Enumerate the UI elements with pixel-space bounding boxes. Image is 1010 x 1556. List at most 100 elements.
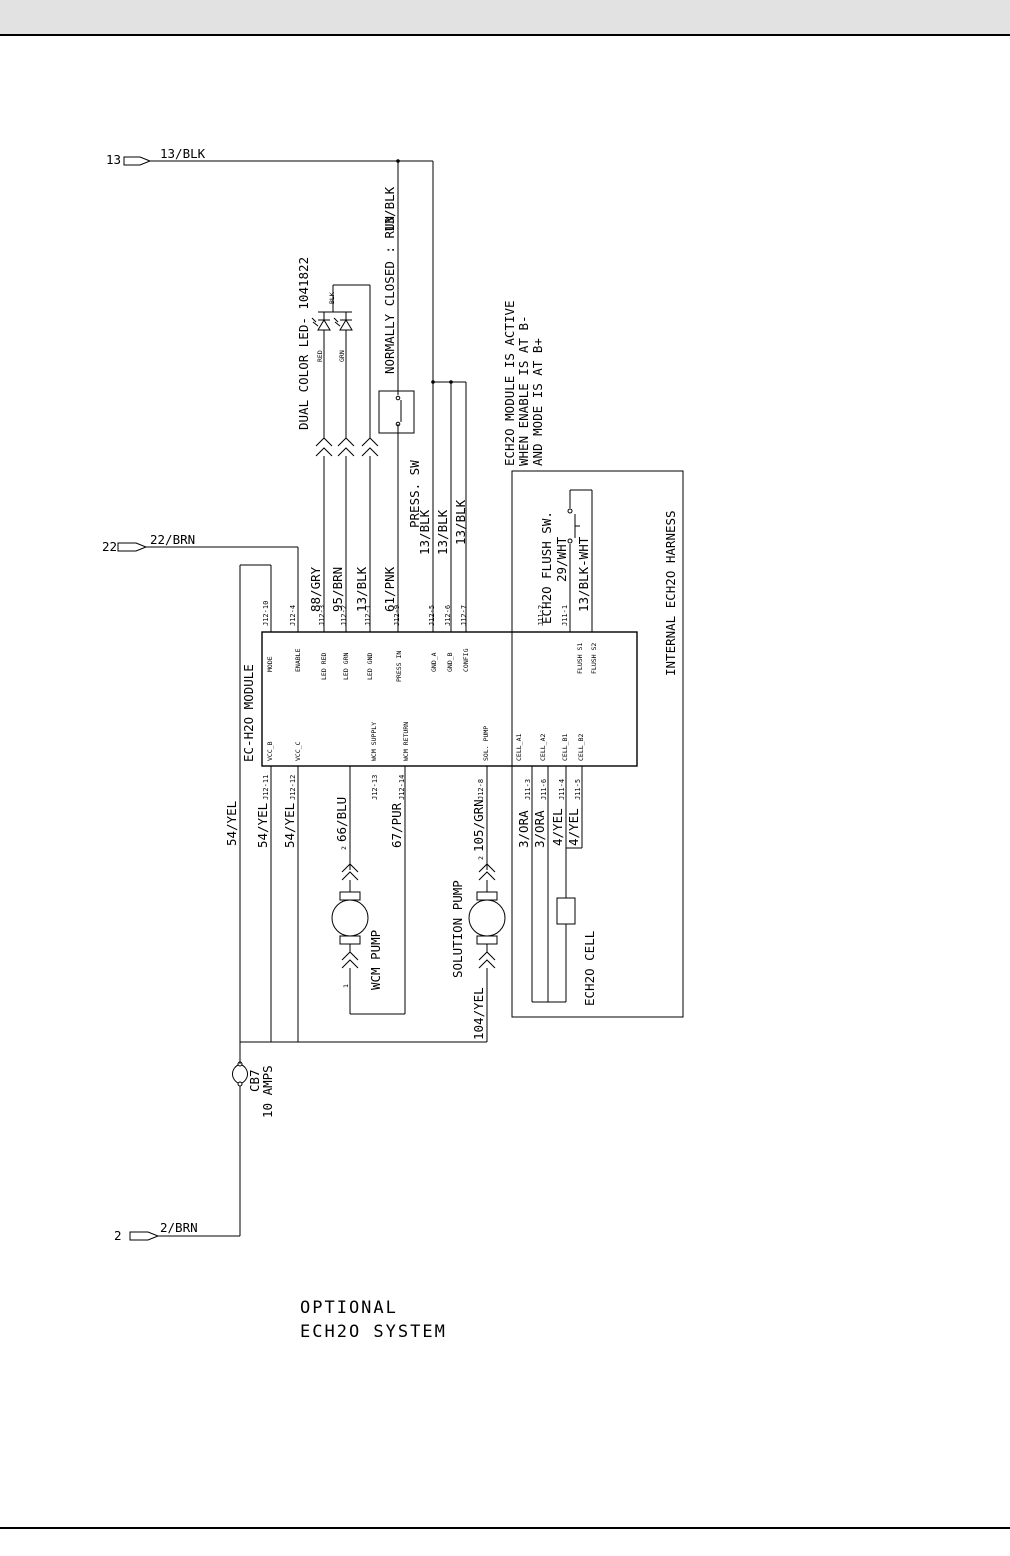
wire-13-blk-wht-label: 13/BLK-WHT: [576, 536, 591, 612]
pin-j12-7: J12-7: [460, 605, 468, 626]
led-blk-label: BLK: [328, 292, 336, 304]
connector-22: 22: [102, 539, 148, 554]
top-pin-labels: J12-10 J12-4 J12-3 J12-2 J12-1 J12-9 J12…: [262, 601, 569, 626]
wcm-pump-label: WCM PUMP: [368, 930, 383, 990]
press-switch-box: [378, 390, 415, 434]
footer-rule: [0, 1527, 1010, 1529]
module-pin-led-gnd: LED GND: [366, 653, 374, 680]
led-grn-diode: [339, 319, 353, 331]
note-line3: AND MODE IS AT B+: [530, 338, 545, 466]
module-bottom-pin-names: VCC_B VCC_C WCM SUPPLY WCM RETURN SOL. P…: [266, 722, 585, 761]
dual-led-label: DUAL COLOR LED- 1041822: [296, 257, 311, 430]
ech2o-cell-label: ECH2O CELL: [582, 931, 597, 1006]
module-pin-led-grn: LED GRN: [342, 653, 350, 680]
pin-j11-4: J11-4: [558, 779, 566, 800]
wire-29-wht-label: 29/WHT: [554, 536, 569, 582]
wire-13-blk-b-label: 13/BLK: [435, 509, 450, 555]
wire-54-yel-2-label: 54/YEL: [282, 803, 297, 848]
wcm-pump-motor: [331, 899, 369, 937]
sol-mark-2: 2: [477, 856, 485, 860]
connector-13: 13: [106, 152, 152, 167]
pin-j12-3: J12-3: [318, 605, 326, 626]
pin-j11-3: J11-3: [524, 779, 532, 800]
diagram-title: OPTIONAL ECH2O SYSTEM: [300, 1296, 447, 1344]
note-line2: WHEN ENABLE IS AT B-: [516, 315, 531, 466]
wire-13-blk-c-label: 13/BLK: [453, 499, 468, 545]
flush-switch-terminal-bottom: [567, 538, 573, 544]
pin-j12-4: J12-4: [289, 605, 297, 626]
wire-54-yel-1-label: 54/YEL: [255, 803, 270, 848]
sol-brush-top: [476, 891, 498, 901]
amps-label: 10 AMPS: [260, 1065, 275, 1118]
connector-13-label: 13: [106, 152, 121, 167]
pin-j12-6: J12-6: [444, 605, 452, 626]
led-emission-arrows: [311, 317, 341, 327]
wire-54-yel-left-label: 54/YEL: [224, 801, 239, 846]
solution-pump-label: SOLUTION PUMP: [450, 880, 465, 978]
pin-j11-6: J11-6: [540, 779, 548, 800]
wire-13-blk-vertical-label: 13/BLK: [382, 186, 397, 232]
flush-switch-terminal-top: [567, 508, 573, 514]
connector-2: 2: [114, 1228, 160, 1243]
pin-j12-13: J12-13: [371, 775, 379, 800]
pin-j11-2: J11-2: [537, 605, 545, 626]
plug-88-gry: [315, 437, 333, 457]
module-pin-flush-s2: FLUSH S2: [590, 643, 598, 674]
module-pin-cell-b2: CELL_B2: [577, 734, 585, 761]
wire-13-blk-label: 13/BLK: [160, 146, 206, 161]
module-pin-cell-a2: CELL_A2: [539, 734, 547, 761]
wire-3-ora-2-label: 3/ORA: [532, 810, 547, 848]
pin-j12-5: J12-5: [428, 605, 436, 626]
module-pin-cell-a1: CELL_A1: [515, 734, 523, 761]
wire-2-brn-label: 2/BRN: [160, 1220, 198, 1235]
plug-95-brn: [337, 437, 355, 457]
normally-closed-label: NORMALLY CLOSED : RUN: [382, 216, 397, 374]
pin-j12-10: J12-10: [262, 601, 270, 626]
wire-3-ora-1-label: 3/ORA: [516, 810, 531, 848]
module-pin-mode: MODE: [266, 656, 274, 672]
module-pin-flush-s1: FLUSH S1: [576, 643, 584, 674]
led-red-emission: [311, 317, 319, 327]
module-pin-led-red: LED RED: [320, 653, 328, 680]
title-line-2: ECH2O SYSTEM: [300, 1322, 447, 1342]
led-red-diode: [317, 319, 331, 331]
note-line1: ECH2O MODULE IS ACTIVE: [502, 300, 517, 466]
wire-67-pur-label: 67/PUR: [389, 802, 404, 848]
wire-104-yel-label: 104/YEL: [471, 987, 486, 1040]
module-pin-config: CONFIG: [462, 648, 470, 672]
harness-label: INTERNAL ECH2O HARNESS: [663, 510, 678, 676]
led-grn-emission: [333, 317, 341, 327]
module-label: EC-H2O MODULE: [241, 664, 256, 762]
wire-13-blk-a-label: 13/BLK: [417, 509, 432, 555]
breaker-arc-left: [232, 1063, 241, 1085]
internal-harness-box: [511, 470, 684, 1018]
ech2o-cell-element: [556, 897, 576, 925]
module-pin-enable: ENABLE: [294, 648, 302, 672]
plug-sol-bottom: [478, 951, 496, 969]
led-grn-label: GRN: [338, 350, 346, 362]
pin-j12-9: J12-9: [393, 605, 401, 626]
wire-88-gry-label: 88/GRY: [308, 566, 323, 612]
wcm-mark-2: 2: [340, 846, 348, 850]
led-red-label: RED: [316, 350, 324, 362]
breaker-arc-right: [239, 1063, 248, 1085]
flush-sw-label: ECH2O FLUSH SW.: [539, 511, 554, 624]
connector-22-arrow: [117, 542, 148, 552]
wire-4-yel-1-label: 4/YEL: [550, 808, 565, 846]
press-switch-contact-top: [395, 395, 401, 401]
breaker-terminal-bottom: [237, 1081, 243, 1087]
press-sw-label: PRESS. SW: [407, 460, 422, 528]
connector-2-label: 2: [114, 1228, 122, 1243]
wire-4-yel-2-label: 4/YEL: [566, 808, 581, 846]
module-pin-cell-b1: CELL_B1: [561, 734, 569, 761]
pin-j11-5: J11-5: [574, 779, 582, 800]
module-pin-wcm-supply: WCM SUPPLY: [370, 722, 378, 761]
module-top-pin-names: MODE ENABLE LED RED LED GRN LED GND PRES…: [266, 643, 598, 682]
cb7-label: CB7: [247, 1069, 262, 1092]
circuit-breaker-cb7: [232, 1061, 248, 1087]
plug-wcm-bottom: [341, 951, 359, 969]
module-pin-press-in: PRESS IN: [395, 651, 403, 682]
connector-13-arrow: [123, 156, 152, 166]
connector-2-arrow: [129, 1231, 160, 1241]
